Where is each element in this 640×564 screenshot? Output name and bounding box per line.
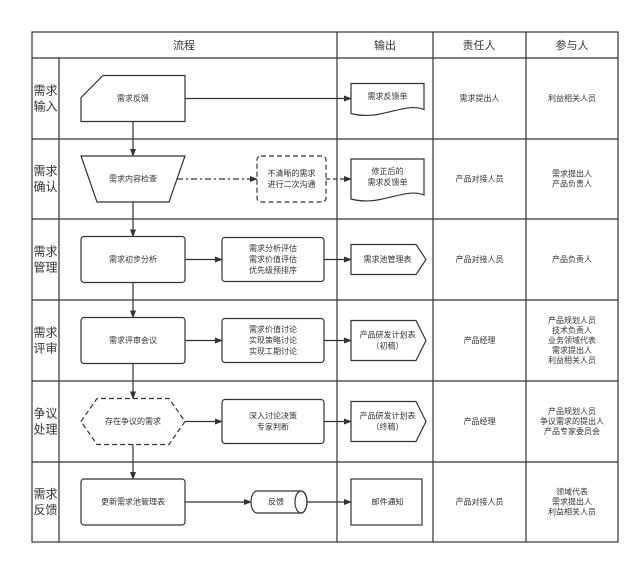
- participant-label: 需求提出人: [552, 169, 592, 179]
- side-label: 实现策略讨论: [249, 335, 297, 345]
- header-output: 输出: [374, 38, 396, 52]
- participant-label: 产品负责人: [552, 179, 592, 189]
- table-header: 流程 输出 责任人 参与人: [173, 38, 589, 52]
- participant-label: 产品规划人员: [548, 315, 596, 325]
- side-label: 需求分析评估: [249, 243, 297, 253]
- connectors: [130, 95, 352, 505]
- detail-box: [221, 398, 325, 445]
- table-grid: [31, 31, 619, 543]
- owner-label: 产品对接人员: [456, 174, 504, 184]
- output-label: （初稿）: [372, 341, 404, 351]
- document-shape: [350, 158, 425, 202]
- process-box: [80, 316, 186, 365]
- participant-label: 领域代表: [556, 487, 588, 497]
- shapes: [80, 74, 427, 526]
- output-label: 产品研发计划表: [360, 411, 416, 421]
- clarification-box: [256, 155, 327, 203]
- participant-label: 产品专家委员会: [544, 426, 600, 436]
- stage-label: 处理: [33, 423, 57, 437]
- output-label: （终稿）: [372, 422, 404, 432]
- side-label: 实现工期讨论: [249, 346, 297, 356]
- side-label: 需求价值评估: [249, 254, 297, 264]
- output-label: 产品研发计划表: [360, 330, 416, 340]
- owner-label: 产品对接人员: [456, 497, 504, 507]
- owner-label: 产品对接人员: [456, 254, 504, 264]
- manual-operation-shape: [80, 155, 186, 203]
- participant-label: 利益相关人员: [548, 355, 596, 365]
- header-owner: 责任人: [463, 39, 496, 52]
- pentagon-shape: [350, 243, 427, 276]
- participant-label: 需求提出人: [552, 497, 592, 507]
- stage-label: 争议: [33, 407, 57, 421]
- pentagon-shape: [350, 400, 427, 443]
- stage-label: 输入: [33, 99, 57, 114]
- pentagon-shape: [350, 319, 427, 362]
- stage-label: 需求: [33, 245, 57, 259]
- participant-label: 产品负责人: [552, 254, 592, 264]
- participant-label: 争议需求的提出人: [540, 416, 604, 426]
- side-label: 深入讨论决策: [249, 411, 297, 421]
- stage-label: 需求: [33, 326, 57, 340]
- side-label: 优先级预排序: [249, 265, 297, 275]
- side-label: 专家判断: [257, 422, 289, 432]
- side-label: 不清晰的需求: [268, 168, 316, 178]
- process-label: 存在争议的需求: [105, 416, 161, 426]
- texts: 需求输入需求反馈需求反馈单需求提出人利益相关人员需求确认需求内容检查不清晰的需求…: [33, 84, 604, 518]
- process-label: 需求评审会议: [109, 335, 157, 345]
- owner-label: 产品经理: [464, 416, 496, 426]
- cylinder-end: [294, 490, 308, 514]
- stage-label: 评审: [33, 341, 57, 356]
- participant-label: 技术负责人: [552, 325, 592, 335]
- participant-label: 需求提出人: [552, 345, 592, 355]
- table-border: [31, 31, 619, 543]
- process-label: 需求初步分析: [109, 254, 157, 264]
- manual-input-shape: [80, 74, 186, 123]
- output-label: 邮件通知: [372, 497, 404, 507]
- stage-label: 管理: [33, 260, 57, 275]
- participant-label: 利益相关人员: [548, 93, 596, 103]
- stage-label: 需求: [33, 487, 57, 501]
- output-label: 修正后的: [372, 166, 404, 176]
- document-shape: [350, 82, 425, 116]
- header-flow: 流程: [173, 38, 195, 52]
- participant-label: 利益相关人员: [548, 507, 596, 517]
- decision-hexagon-shape: [80, 397, 186, 446]
- owner-label: 产品经理: [464, 335, 496, 345]
- detail-box: [221, 236, 325, 283]
- output-label: 需求反馈单: [368, 177, 408, 187]
- stage-label: 反馈: [33, 503, 57, 517]
- process-label: 更新需求池管理表: [101, 497, 165, 507]
- output-label: 需求池管理表: [364, 254, 412, 264]
- process-label: 需求反馈: [117, 93, 149, 103]
- participant-label: 产品规划人员: [548, 406, 596, 416]
- participant-label: 业务领域代表: [548, 335, 596, 345]
- stage-label: 需求: [33, 84, 57, 98]
- stage-label: 确认: [33, 180, 57, 194]
- side-label: 进行二次沟通: [268, 179, 316, 189]
- header-participants: 参与人: [556, 38, 589, 52]
- process-box: [80, 235, 186, 284]
- output-label: 需求反馈单: [368, 91, 408, 101]
- detail-box: [221, 317, 325, 364]
- owner-label: 需求提出人: [460, 93, 500, 103]
- process-label: 需求内容检查: [109, 174, 157, 184]
- stage-label: 需求: [33, 164, 57, 178]
- output-box: [350, 478, 423, 526]
- side-label: 反馈: [268, 497, 284, 507]
- side-label: 需求价值讨论: [249, 324, 297, 334]
- process-box: [80, 478, 186, 526]
